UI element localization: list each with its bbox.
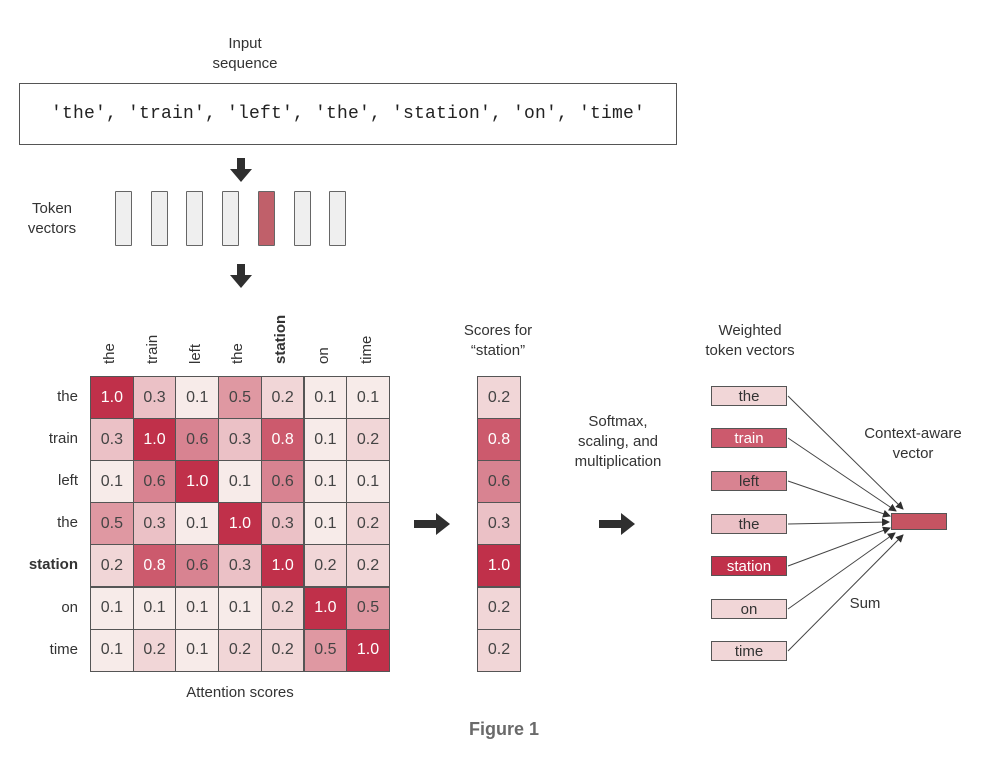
row-label: the [57,514,78,532]
softmax-label-line2: scaling, and [577,433,659,450]
matrix-cell: 0.1 [218,586,262,630]
scores-label-line1: Scores for [463,322,533,339]
token-vector [151,191,168,246]
token-vector [115,191,132,246]
sum-arrow-line [787,532,896,610]
weighted-token-box: time [711,641,787,661]
score-cell: 0.2 [477,586,521,630]
weighted-token-box: left [711,471,787,491]
sum-arrow-line [787,480,891,518]
matrix-cell: 0.1 [132,586,177,630]
input-sequence-label: Input sequence [190,34,300,74]
matrix-cell: 0.5 [346,586,390,630]
context-aware-vector [891,513,947,530]
token-vector [329,191,346,246]
matrix-cell: 0.2 [346,418,390,462]
weighted-label-line1: Weighted [718,322,782,339]
figure-caption: Figure 1 [468,719,539,739]
matrix-cell: 0.2 [260,376,305,420]
softmax-label-line1: Softmax, [588,413,648,430]
input-sequence-box: 'the', 'train', 'left', 'the', 'station'… [19,83,677,145]
matrix-cell: 0.6 [175,544,220,588]
input-label-line1: Input [228,35,262,52]
matrix-cell: 0.1 [90,460,134,504]
row-label: the [57,388,78,406]
sum-arrow-line [787,518,890,527]
row-label: left [57,472,78,490]
token-vectors-label-line1: Token [31,200,73,217]
context-label: Context-aware vector [848,424,978,464]
matrix-cell: 1.0 [303,586,348,630]
matrix-cell: 0.2 [346,544,390,588]
score-cell: 0.2 [477,628,521,672]
input-label-line2: sequence [212,55,278,72]
softmax-label: Softmax, scaling, and multiplication [555,412,681,472]
sum-arrow-line [787,526,891,567]
score-cell: 0.6 [477,460,521,504]
matrix-cell: 0.1 [346,376,390,420]
matrix-cell: 0.1 [346,460,390,504]
matrix-cell: 1.0 [346,628,390,672]
weighted-token-box: on [711,599,787,619]
arrow-right-icon [599,513,635,535]
matrix-cell: 0.1 [175,502,220,546]
weighted-token-box: station [711,556,787,576]
sum-arrow-line [787,534,904,652]
softmax-label-line3: multiplication [574,453,662,470]
token-vector [294,191,311,246]
matrix-cell: 0.2 [346,502,390,546]
weighted-token-box: the [711,514,787,534]
score-cell: 0.3 [477,502,521,546]
token-vectors-label-line2: vectors [27,220,77,237]
matrix-cell: 0.2 [218,628,262,672]
arrow-right-icon [414,513,450,535]
weighted-token-box: train [711,428,787,448]
context-label-line1: Context-aware [864,425,962,442]
matrix-cell: 0.2 [303,544,348,588]
matrix-cell: 0.1 [90,586,134,630]
input-sequence-text: 'the', 'train', 'left', 'the', 'station'… [50,104,646,124]
score-cell: 0.2 [477,376,521,420]
context-label-line2: vector [892,445,934,462]
arrow-down-icon [230,264,252,288]
row-label: train [48,430,78,448]
token-vector [222,191,239,246]
attention-scores-caption: Attention scores [186,684,294,701]
matrix-cell: 0.1 [90,628,134,672]
matrix-cell: 0.3 [132,502,177,546]
row-label: on [61,598,78,616]
row-label: station [28,556,78,574]
weighted-label: Weighted token vectors [690,321,810,361]
sum-arrow-line [787,395,904,510]
arrow-down-icon [230,158,252,182]
scores-label-line2: “station” [470,342,526,359]
matrix-cell: 0.3 [218,418,262,462]
matrix-cell: 0.6 [132,460,177,504]
sum-label: Sum [849,595,881,612]
token-vector [186,191,203,246]
token-vectors-label: Token vectors [14,199,90,239]
score-cell: 1.0 [477,544,521,588]
sum-arrow-line [787,437,897,512]
matrix-cell: 0.3 [132,376,177,420]
matrix-cell: 1.0 [260,544,305,588]
weighted-token-box: the [711,386,787,406]
matrix-cell: 0.5 [303,628,348,672]
scores-label: Scores for “station” [438,321,558,361]
matrix-cell: 0.1 [175,376,220,420]
token-vector [258,191,275,246]
row-label: time [49,640,78,658]
weighted-label-line2: token vectors [705,342,795,359]
